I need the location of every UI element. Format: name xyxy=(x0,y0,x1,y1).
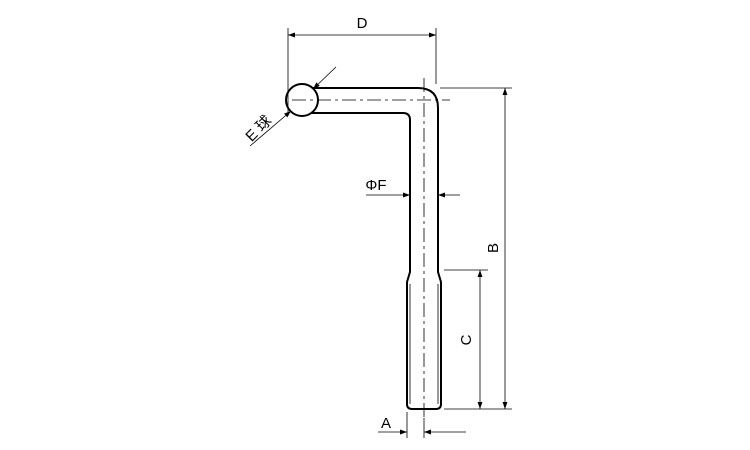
leader-e xyxy=(249,110,292,147)
dimension-c xyxy=(444,269,488,409)
leader-e-outer xyxy=(312,66,337,90)
label-c: C xyxy=(458,334,475,345)
dimension-a xyxy=(378,412,466,438)
label-b: B xyxy=(485,243,502,253)
thread-lines xyxy=(409,284,439,404)
label-a: A xyxy=(381,415,391,432)
label-e: E 球 xyxy=(242,112,275,145)
dimension-d xyxy=(287,28,437,116)
handle-outer-edge xyxy=(312,87,442,410)
dimension-b xyxy=(440,87,512,410)
dimension-e xyxy=(249,66,337,147)
centerlines xyxy=(292,78,450,418)
label-d: D xyxy=(357,15,368,32)
l-handle-part xyxy=(285,83,442,410)
label-f: ΦF xyxy=(365,177,386,194)
